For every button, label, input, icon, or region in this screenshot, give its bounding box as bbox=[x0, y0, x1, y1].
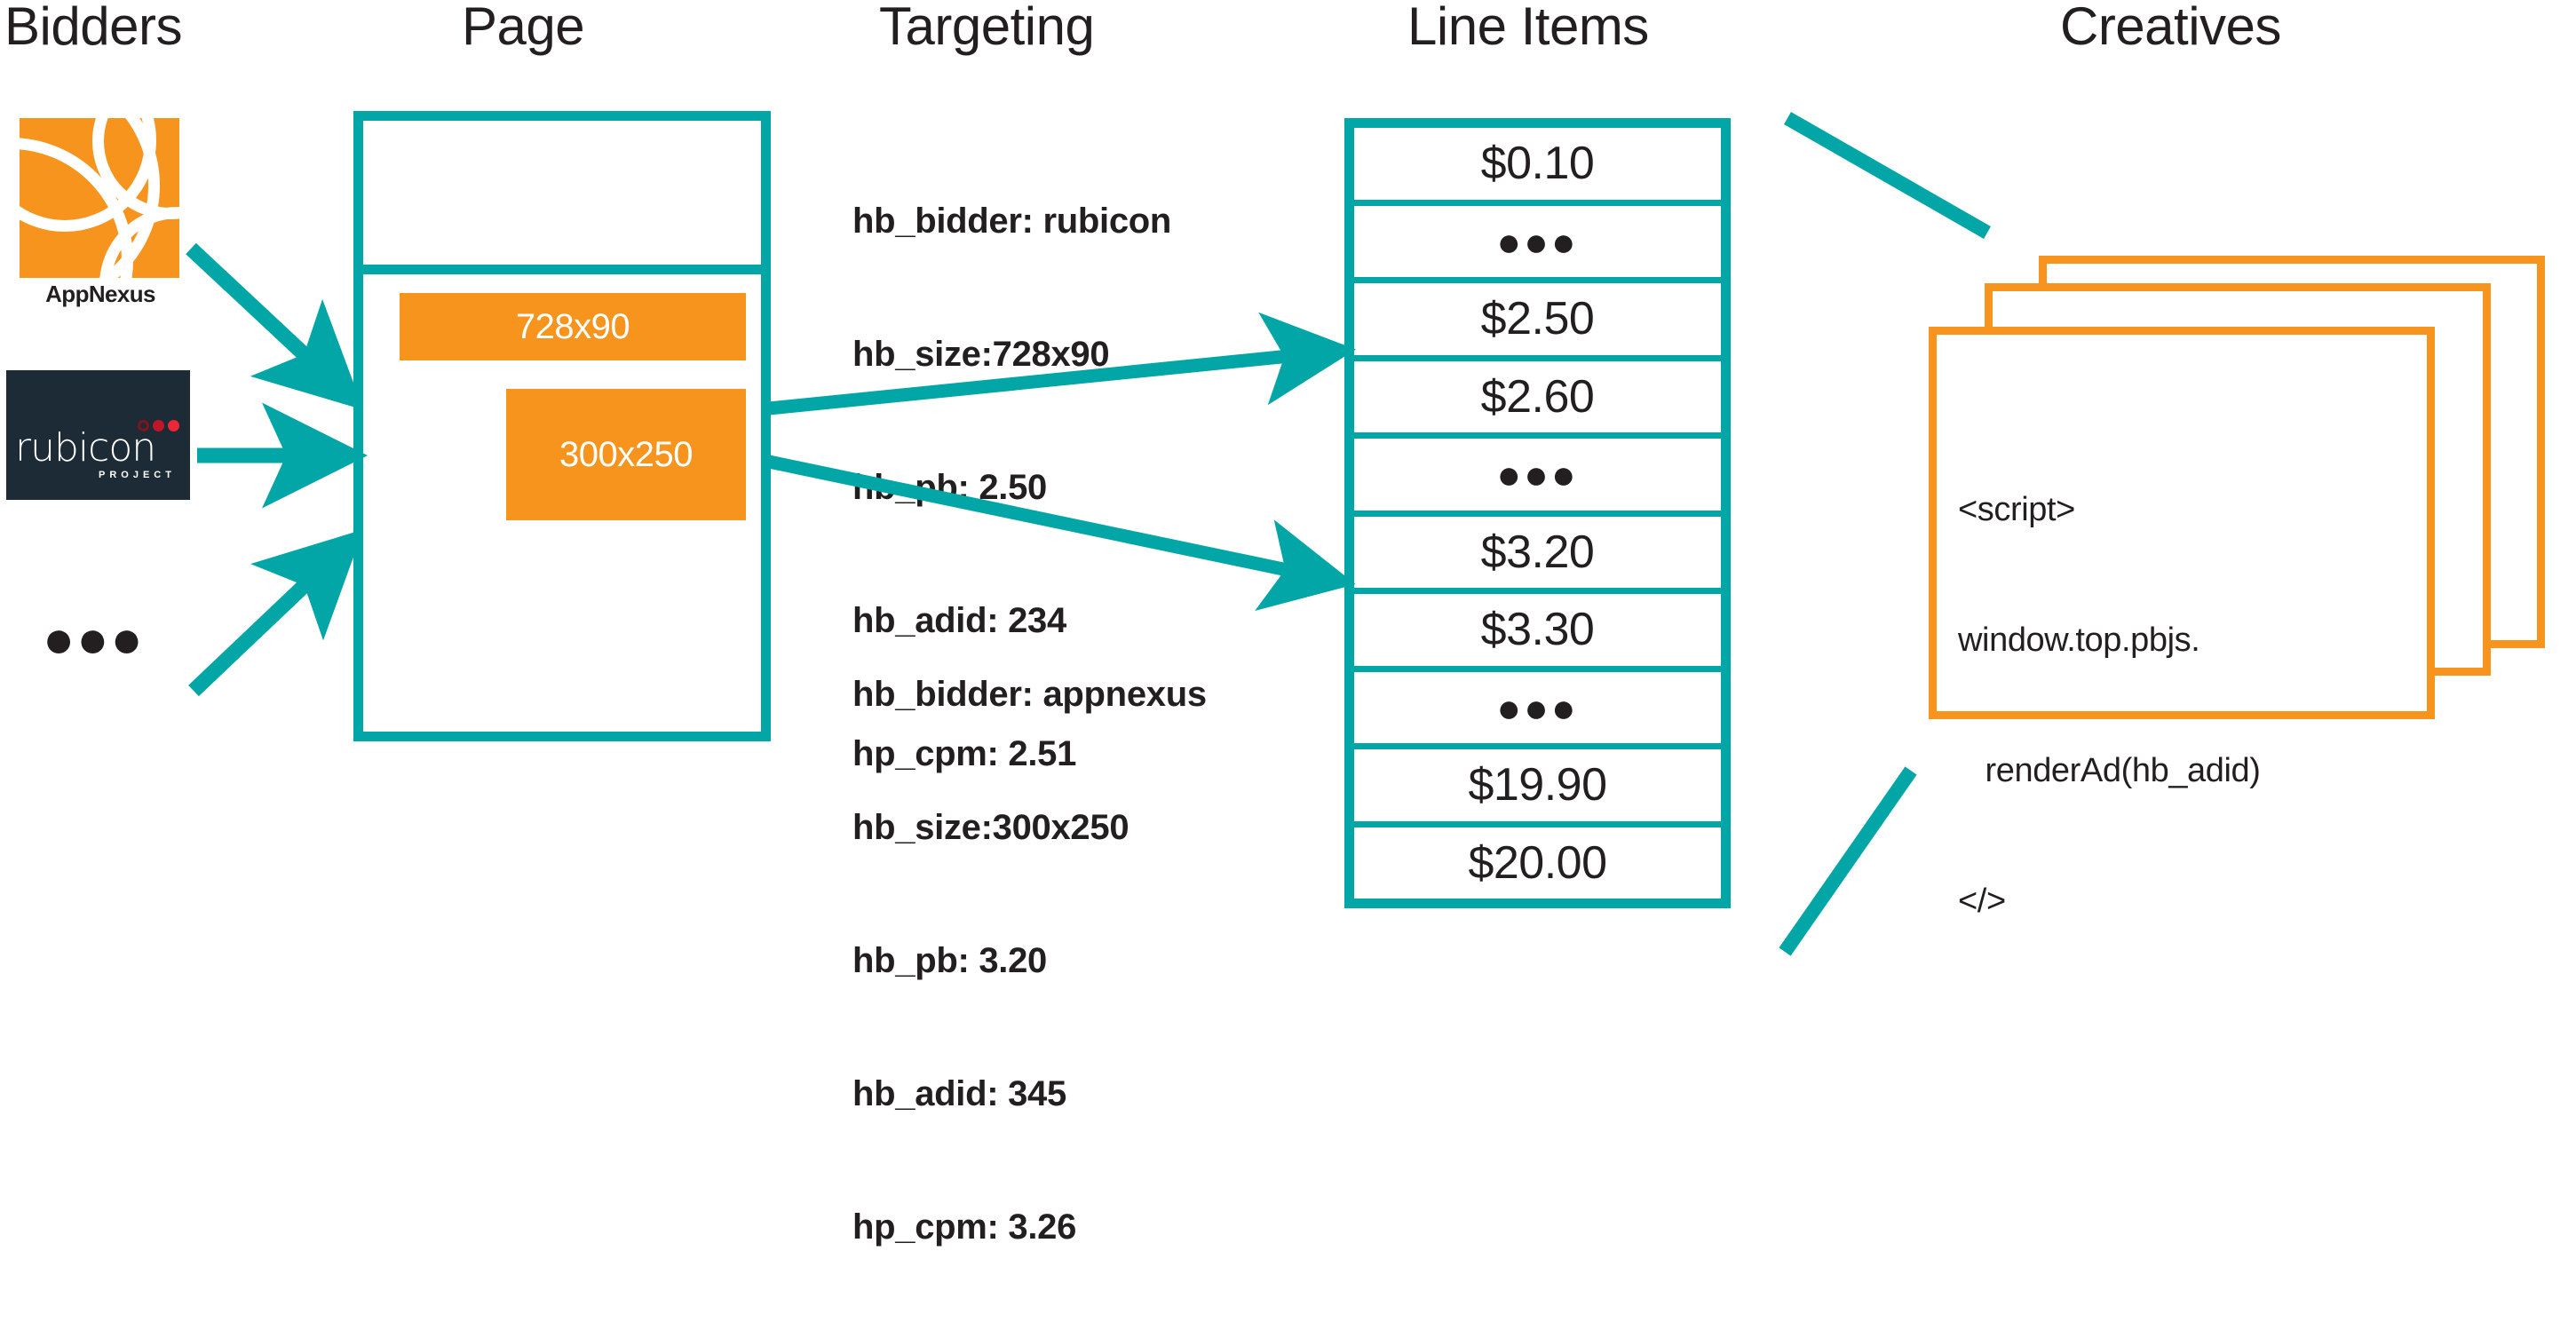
line-item-row: ●●● bbox=[1354, 205, 1721, 277]
column-heading-bidders: Bidders bbox=[4, 0, 182, 56]
arrow-more-bidders-to-page bbox=[188, 529, 364, 697]
line-item-row: ●●● bbox=[1354, 439, 1721, 511]
creative-card-front[interactable] bbox=[1929, 327, 2435, 719]
arrow-appnexus-to-page bbox=[186, 242, 364, 410]
targeting-line: hb_adid: 234 bbox=[852, 601, 1066, 640]
bidders-more-ellipsis: ●●● bbox=[43, 609, 145, 669]
column-heading-line-items: Line Items bbox=[1407, 0, 1649, 56]
creative-code-snippet: <script> window.top.pbjs. renderAd(hb_ad… bbox=[1958, 401, 2420, 1010]
targeting-line: hb_size:300x250 bbox=[852, 808, 1129, 847]
creative-code-line: </> bbox=[1958, 883, 2006, 920]
ad-slot-300x250[interactable]: 300x250 bbox=[506, 389, 746, 520]
rubicon-project-logo-icon: rubicon PROJECT bbox=[6, 370, 190, 500]
creative-code-line: renderAd(hb_adid) bbox=[1958, 752, 2261, 789]
column-heading-targeting: Targeting bbox=[879, 0, 1095, 56]
targeting-line: hb_bidder: appnexus bbox=[852, 675, 1207, 714]
targeting-line: hp_cpm: 2.51 bbox=[852, 734, 1077, 773]
page-header-divider bbox=[353, 265, 771, 274]
line-item-row[interactable]: $2.60 bbox=[1354, 360, 1721, 432]
targeting-line: hb_pb: 2.50 bbox=[852, 468, 1047, 507]
column-heading-page: Page bbox=[462, 0, 585, 56]
targeting-block-appnexus: hb_bidder: appnexus hb_size:300x250 hb_p… bbox=[852, 583, 1207, 1338]
line-item-row: ●●● bbox=[1354, 671, 1721, 743]
targeting-line: hb_bidder: rubicon bbox=[852, 202, 1172, 241]
line-items-table: $0.10 ●●● $2.50 $2.60 ●●● $3.20 $3.30 ●●… bbox=[1344, 118, 1731, 908]
rubicon-subtitle: PROJECT bbox=[99, 470, 176, 480]
targeting-line: hb_adid: 345 bbox=[852, 1074, 1066, 1113]
connector-line-items-to-creatives-bottom bbox=[1779, 766, 1917, 956]
line-item-row[interactable]: $3.20 bbox=[1354, 516, 1721, 588]
diagram-canvas: Bidders Page Targeting Line Items Creati… bbox=[4, 0, 2545, 1247]
line-item-row[interactable]: $3.30 bbox=[1354, 594, 1721, 666]
targeting-line: hp_cpm: 3.26 bbox=[852, 1207, 1077, 1247]
line-item-row[interactable]: $2.50 bbox=[1354, 283, 1721, 355]
connector-line-items-to-creatives-top bbox=[1784, 112, 1991, 239]
line-item-row[interactable]: $0.10 bbox=[1354, 128, 1721, 200]
line-item-row[interactable]: $20.00 bbox=[1354, 827, 1721, 899]
rubicon-wordmark: rubicon bbox=[15, 425, 156, 471]
appnexus-logo-icon bbox=[20, 118, 179, 278]
creative-code-line: window.top.pbjs. bbox=[1958, 621, 2200, 659]
targeting-line: hb_size:728x90 bbox=[852, 335, 1110, 374]
ad-slot-728x90[interactable]: 728x90 bbox=[400, 293, 746, 360]
rubicon-dots-icon bbox=[138, 420, 183, 436]
creative-code-line: <script> bbox=[1958, 491, 2075, 528]
line-item-row[interactable]: $19.90 bbox=[1354, 749, 1721, 821]
targeting-line: hb_pb: 3.20 bbox=[852, 941, 1047, 980]
column-heading-creatives: Creatives bbox=[2060, 0, 2281, 56]
appnexus-label: AppNexus bbox=[45, 281, 155, 307]
